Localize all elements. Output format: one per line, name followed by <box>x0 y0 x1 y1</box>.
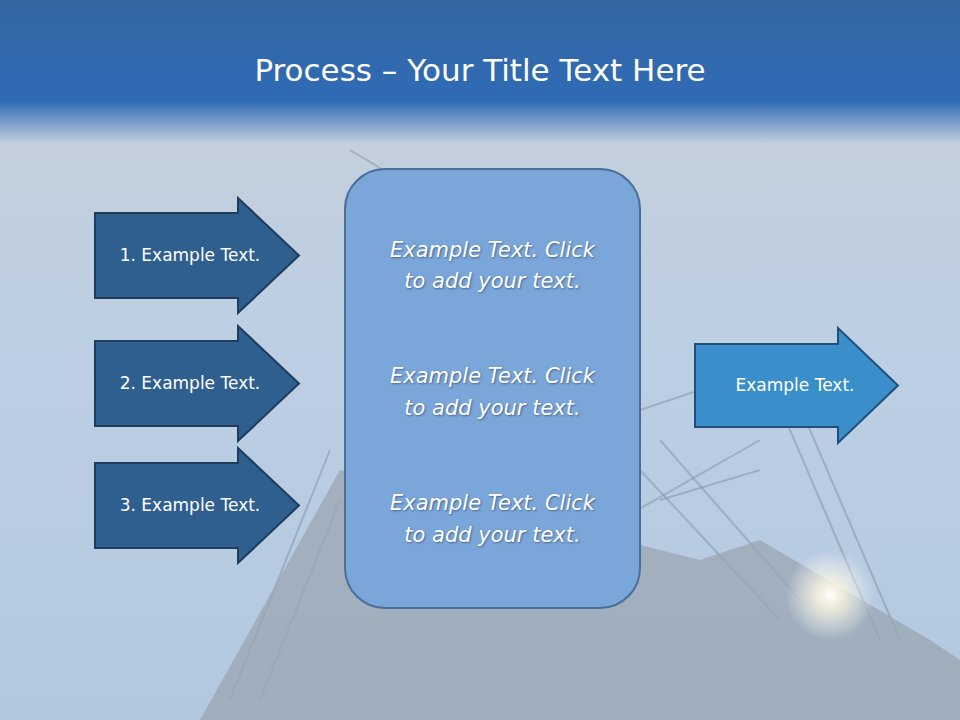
step-arrow: 3. Example Text. <box>95 448 299 563</box>
step-label: 3. Example Text. <box>120 495 261 515</box>
step-label: Example Text. <box>736 375 855 395</box>
step-arrow: 2. Example Text. <box>95 326 299 441</box>
step-label: 2. Example Text. <box>120 373 261 393</box>
arrow-shape <box>95 198 299 313</box>
arrow-shape <box>95 326 299 441</box>
text-area: Example Text. Click to add your text. Exa… <box>384 203 601 583</box>
step-arrow: 1. Example Text. <box>95 198 299 313</box>
body-text: Example Text. Click to add your text. <box>384 361 601 424</box>
body-text: Example Text. Click to add your text. <box>384 235 601 298</box>
slide-title: Process – Your Title Text Here <box>0 52 960 88</box>
output-arrow: Example Text. <box>695 328 898 443</box>
rounded-box-shape <box>345 169 640 608</box>
step-label: 1. Example Text. <box>120 245 261 265</box>
arrow-shape <box>95 448 299 563</box>
text-area: 3. Example Text. <box>95 463 285 548</box>
text-area: 1. Example Text. <box>95 213 285 298</box>
sun-glow <box>785 550 875 640</box>
text-area: Example Text. <box>695 344 895 427</box>
arrow-shape <box>695 328 898 443</box>
body-text: Example Text. Click to add your text. <box>384 488 601 551</box>
process-box: Example Text. Click to add your text. Exa… <box>344 168 641 609</box>
text-area: 2. Example Text. <box>95 341 285 426</box>
